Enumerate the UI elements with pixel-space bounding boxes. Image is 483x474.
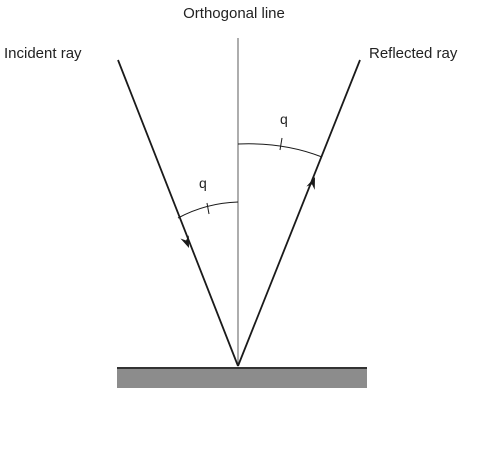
incident-ray-label: Incident ray	[4, 45, 82, 62]
reflected-ray-label: Reflected ray	[369, 45, 458, 62]
reflecting-surface	[117, 368, 367, 388]
incident-ray	[117, 59, 239, 367]
arrowhead-down-icon	[180, 235, 189, 248]
reflected-angle-tick	[279, 137, 283, 151]
incident-angle-label: q	[199, 175, 207, 191]
reflected-angle-label: q	[280, 111, 288, 127]
arrowhead-up-icon	[306, 177, 315, 190]
incident-angle-arc	[177, 201, 239, 219]
reflected-ray	[237, 59, 361, 367]
incident-angle-tick	[206, 202, 210, 215]
orthogonal-line-label: Orthogonal line	[183, 5, 285, 22]
reflected-angle-arc	[237, 143, 323, 158]
